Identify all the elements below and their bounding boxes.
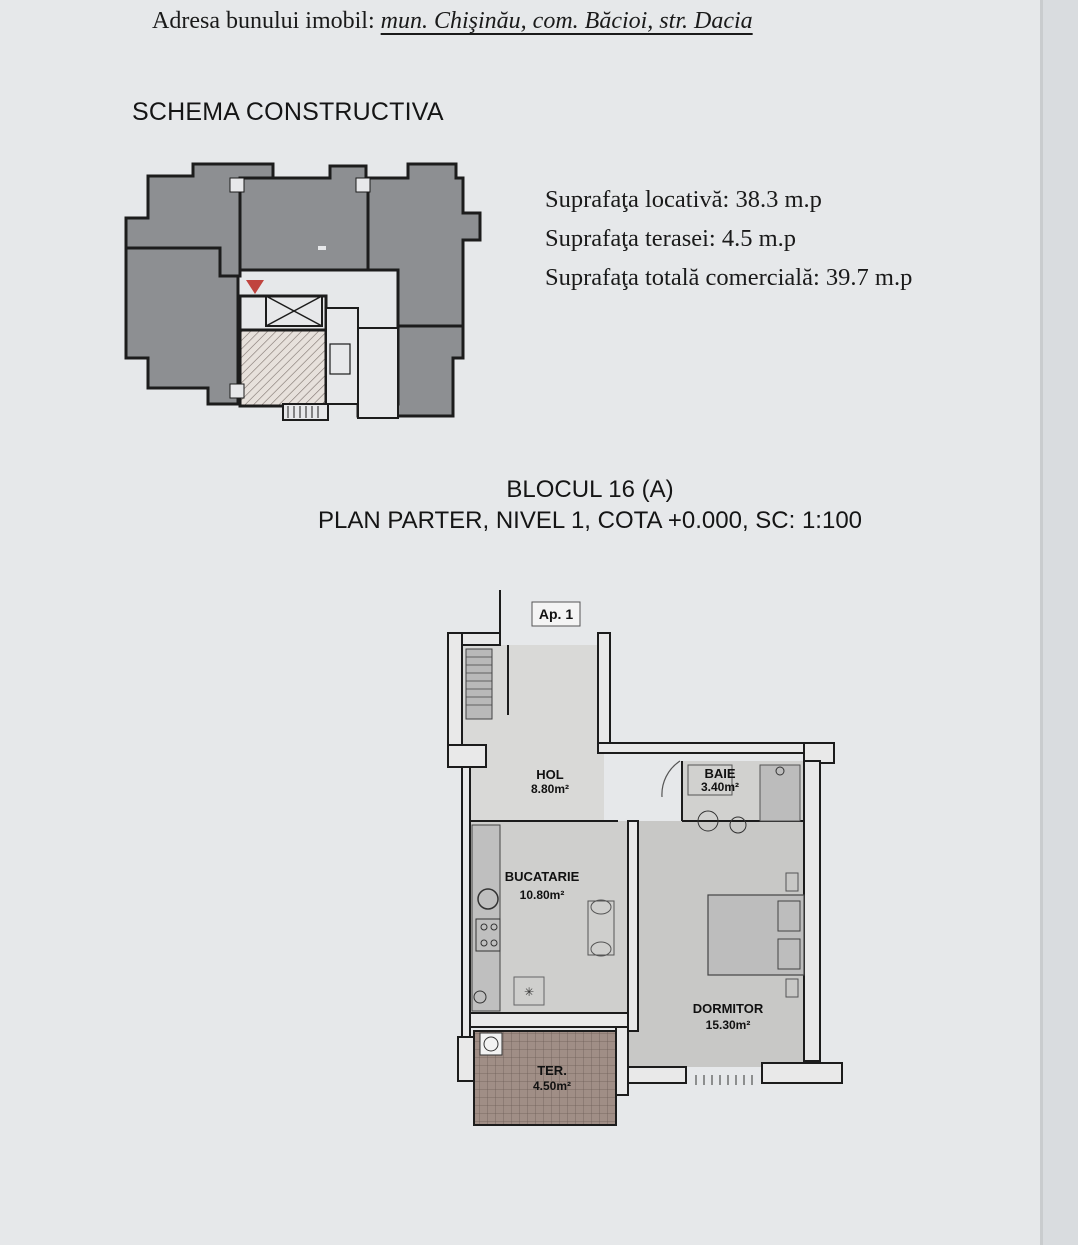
building-schema-drawing [124,162,482,421]
address-line: Adresa bunului imobil: mun. Chişinău, co… [152,8,753,35]
room-dormitor-name: DORMITOR [693,1001,764,1016]
svg-text:✳: ✳ [524,985,534,999]
terrace-area-text: Suprafaţa terasei: 4.5 m.p [545,225,797,252]
block-title: BLOCUL 16 (A) [506,476,674,503]
room-bucatarie-area: 10.80m² [520,888,565,902]
block-heading: BLOCUL 16 (A) PLAN PARTER, NIVEL 1, COTA… [0,474,1078,536]
room-dormitor-area: 15.30m² [706,1018,751,1032]
schema-title: SCHEMA CONSTRUCTIVA [132,98,444,126]
document-sheet: Adresa bunului imobil: mun. Chişinău, co… [0,0,1043,1245]
room-hol-area: 8.80m² [531,782,569,796]
apartment-label: Ap. 1 [539,606,573,622]
room-baie-name: BAIE [704,766,735,781]
address-value: mun. Chişinău, com. Băcioi, str. Dacia [380,8,753,34]
room-terasa-area: 4.50m² [533,1079,571,1093]
room-terasa-name: TER. [537,1063,567,1078]
address-label: Adresa bunului imobil: [152,8,375,34]
room-bucatarie-name: BUCATARIE [505,869,580,884]
apartment-floor-plan: Ap. 1 ✳ [447,590,843,1126]
room-baie-area: 3.40m² [701,780,739,794]
block-subtitle: PLAN PARTER, NIVEL 1, COTA +0.000, SC: 1… [317,507,863,534]
living-area-text: Suprafaţa locativă: 38.3 m.p [545,186,822,213]
area-summary: Suprafaţa locativă: 38.3 m.p Suprafaţa t… [545,180,912,297]
room-hol-name: HOL [536,767,564,782]
total-area-text: Suprafaţa totală comercială: 39.7 m.p [545,264,913,291]
